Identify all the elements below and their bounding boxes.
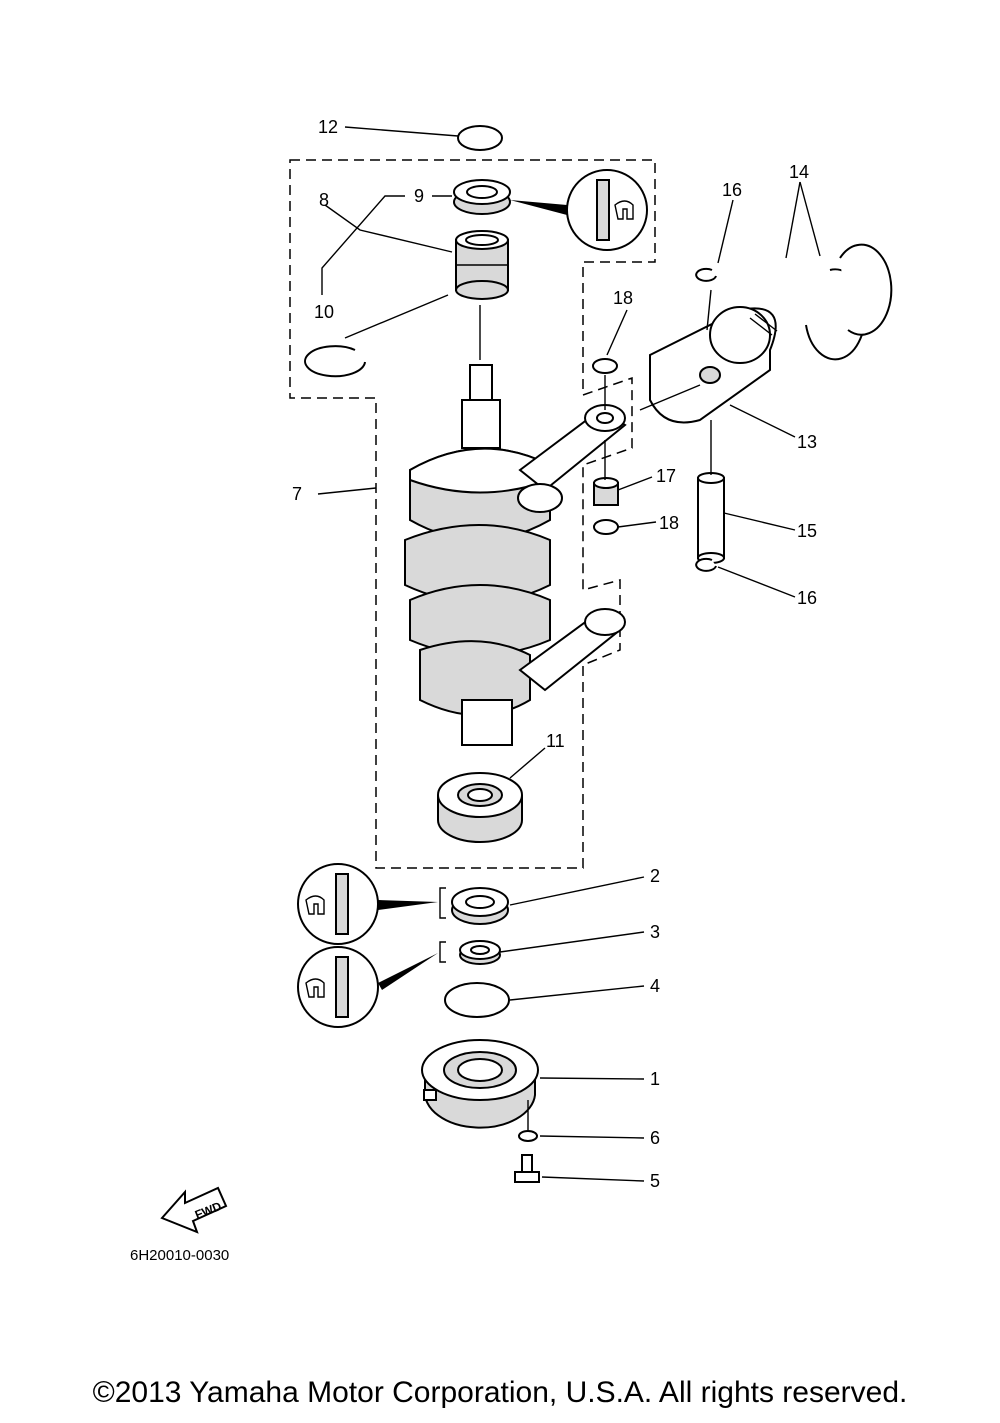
leader-lines xyxy=(317,126,821,1182)
callout-4: 4 xyxy=(650,976,660,996)
callout-3: 3 xyxy=(650,922,660,942)
callout-1: 1 xyxy=(650,1069,660,1089)
washer-6 xyxy=(518,1130,538,1142)
callout-5: 5 xyxy=(650,1171,660,1191)
copyright-notice: ©2013 Yamaha Motor Corporation, U.S.A. A… xyxy=(92,1376,908,1409)
callout-7: 7 xyxy=(292,484,302,504)
callout-15: 15 xyxy=(797,521,817,541)
o-ring-12 xyxy=(457,125,503,151)
callout-12: 12 xyxy=(318,117,338,137)
callout-13: 13 xyxy=(797,432,817,452)
callout-16-lower: 16 xyxy=(797,588,817,608)
callout-8: 8 xyxy=(319,190,329,210)
bearing-11 xyxy=(437,772,523,843)
piston-rings-14 xyxy=(805,243,893,361)
needle-bearing-17 xyxy=(593,477,619,506)
connecting-rod-upper xyxy=(517,404,627,513)
washer-18-lower xyxy=(593,519,619,535)
clip-16-lower xyxy=(695,557,717,572)
oil-seal-2 xyxy=(451,887,509,925)
callout-14: 14 xyxy=(789,162,809,182)
piston-13 xyxy=(649,306,778,424)
grease-symbol-bubble-mid xyxy=(297,863,446,945)
connecting-rod-lower xyxy=(518,608,626,692)
housing-1 xyxy=(421,1039,539,1129)
bolt-5 xyxy=(514,1154,540,1183)
callout-9: 9 xyxy=(414,186,424,206)
oil-seal-9 xyxy=(453,179,511,215)
washer-18-upper xyxy=(592,358,618,374)
crankshaft-7 xyxy=(404,364,551,746)
callout-11: 11 xyxy=(546,731,565,751)
fwd-direction-arrow: FWD xyxy=(160,1186,228,1234)
callout-10: 10 xyxy=(314,302,334,322)
o-ring-4 xyxy=(444,982,510,1018)
grease-symbol-bubble-top xyxy=(510,169,648,251)
callout-16-upper: 16 xyxy=(722,180,742,200)
callout-6: 6 xyxy=(650,1128,660,1148)
circlip-10 xyxy=(304,345,366,378)
clip-16-upper xyxy=(695,267,717,282)
diagram-code: 6H20010-0030 xyxy=(130,1247,229,1264)
callout-17: 17 xyxy=(656,466,676,486)
callout-18-lower: 18 xyxy=(659,513,679,533)
callout-18-upper: 18 xyxy=(613,288,633,308)
callout-2: 2 xyxy=(650,866,660,886)
grease-symbol-bubble-low xyxy=(297,941,446,1028)
piston-pin-15 xyxy=(697,472,725,564)
oil-seal-3 xyxy=(459,940,501,965)
crankshaft-assembly-boundary xyxy=(289,159,656,869)
bearing-8 xyxy=(455,230,509,300)
